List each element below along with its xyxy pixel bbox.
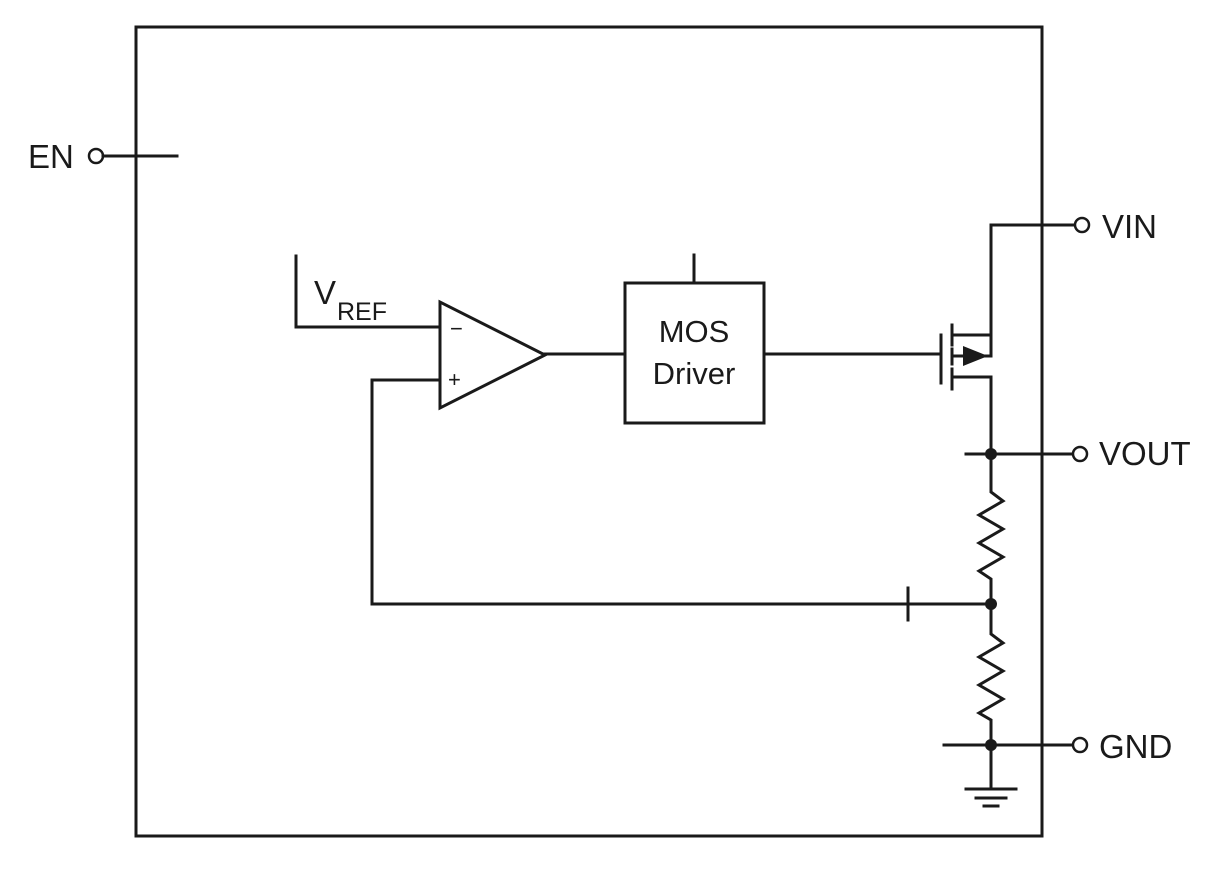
vout-pin[interactable]: VOUT <box>964 435 1191 472</box>
driver-label-line2: Driver <box>653 356 736 391</box>
vref-label-subscript: REF <box>337 298 387 326</box>
mos-driver-block: MOS Driver <box>623 253 766 425</box>
mosfet-arrow <box>963 346 988 366</box>
driver-label-line1: MOS <box>659 314 730 349</box>
vout-label: VOUT <box>1099 435 1191 472</box>
opamp-plus-sign: + <box>448 367 461 392</box>
en-pin[interactable]: EN <box>28 138 179 175</box>
gnd-pin[interactable]: GND <box>942 728 1172 765</box>
vref-reference: V REF <box>294 254 442 329</box>
gnd-label: GND <box>1099 728 1172 765</box>
pass-mosfet <box>939 223 993 456</box>
vin-label: VIN <box>1102 208 1157 245</box>
vref-label-main: V <box>314 274 336 311</box>
ground-icon <box>964 743 1018 808</box>
en-label: EN <box>28 138 74 175</box>
vin-pin[interactable]: VIN <box>989 208 1157 245</box>
opamp-minus-sign: − <box>450 316 463 341</box>
error-amplifier: − + <box>438 299 549 411</box>
feedback-path <box>370 378 997 622</box>
upper-feedback-resistor <box>976 452 1006 606</box>
lower-feedback-resistor <box>976 602 1006 747</box>
ic-boundary <box>134 25 1044 838</box>
